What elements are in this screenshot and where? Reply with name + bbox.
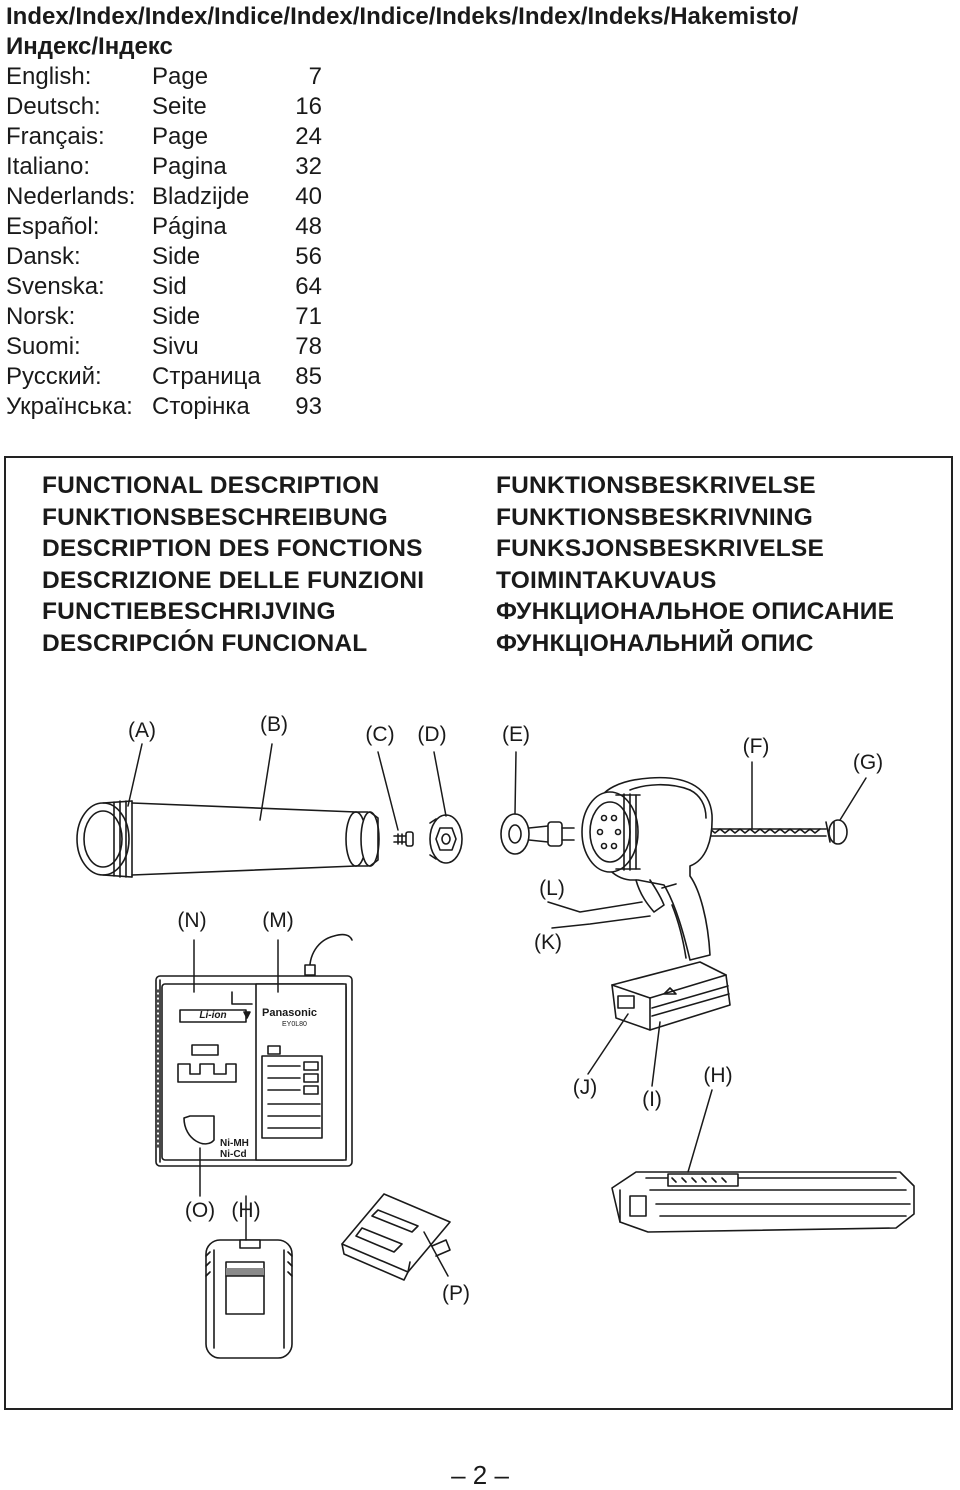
charger-li-ion-label: Li-ion — [199, 1010, 227, 1021]
index-page-number: 71 — [295, 303, 322, 330]
index-page-word: Page — [152, 123, 209, 150]
index-language: Dansk: — [6, 243, 81, 270]
callout-h-top: (H) — [231, 1199, 261, 1222]
index-title: Index/Index/Index/Indice/Index/Indice/In… — [6, 3, 799, 30]
index-language: Suomi: — [6, 333, 81, 360]
heading-da: FUNKTIONSBESKRIVELSE — [496, 472, 816, 499]
heading-es: DESCRIPCIÓN FUNCIONAL — [42, 629, 368, 657]
callout-i: (I) — [642, 1088, 662, 1111]
screw — [393, 831, 414, 847]
index-page-number: 32 — [295, 153, 322, 180]
heading-en: FUNCTIONAL DESCRIPTION — [42, 472, 380, 499]
index-language: Українська: — [6, 393, 133, 420]
callout-e: (E) — [502, 723, 530, 746]
index-page-word: Pagina — [152, 153, 227, 180]
callout-n: (N) — [177, 909, 207, 932]
battery-pack — [611, 1171, 915, 1233]
heading-nl: FUNCTIEBESCHRIJVING — [42, 598, 336, 625]
functional-description-frame — [4, 456, 953, 1410]
index-page-word: Сторінка — [152, 393, 250, 420]
heading-ru: ФУНКЦИОНАЛЬНОЕ ОПИСАНИЕ — [496, 598, 895, 625]
index-page-number: 16 — [295, 93, 322, 120]
battery-top-view — [205, 1239, 293, 1359]
index-page-word: Seite — [152, 93, 207, 120]
index-page-number: 64 — [295, 273, 322, 300]
callout-d: (D) — [417, 723, 447, 746]
callout-f: (F) — [742, 735, 770, 758]
heading-fr: DESCRIPTION DES FONCTIONS — [42, 535, 423, 562]
index-page-word: Sid — [152, 273, 187, 300]
index-page-word: Side — [152, 243, 201, 270]
cartridge-holder-tube — [76, 800, 380, 878]
index-language: Norsk: — [6, 303, 76, 330]
charger-nicd-label: Ni-Cd — [220, 1149, 247, 1160]
index-language: Español: — [6, 213, 100, 240]
piston-disc — [500, 813, 575, 855]
heading-de: FUNKTIONSBESCHREIBUNG — [42, 503, 388, 531]
index-page-word: Страница — [152, 363, 261, 390]
battery-charger — [155, 933, 353, 1167]
index-page-number: 48 — [295, 213, 322, 240]
callout-b: (B) — [260, 713, 288, 736]
heading-sv: FUNKTIONSBESKRIVNING — [496, 503, 814, 531]
index-language: Deutsch: — [6, 93, 101, 120]
callout-m: (M) — [262, 909, 294, 932]
index-language: English: — [6, 63, 92, 90]
index-page-word: Page — [152, 63, 209, 90]
callout-c: (C) — [365, 723, 395, 746]
callout-k: (K) — [534, 931, 562, 954]
heading-uk: ФУНКЦІОНАЛЬНИЙ ОПИС — [496, 629, 814, 657]
callout-l: (L) — [539, 877, 565, 900]
index-page-number: 40 — [295, 183, 322, 210]
index-page-word: Side — [152, 303, 201, 330]
index-page-word: Página — [152, 213, 227, 240]
callout-p: (P) — [442, 1282, 470, 1305]
charger-model: EY0L80 — [282, 1021, 307, 1028]
index-page-number: 24 — [295, 123, 322, 150]
charger-nimh-label: Ni-MH — [220, 1138, 249, 1149]
index-page-number: 78 — [295, 333, 322, 360]
index-page-number: 56 — [295, 243, 322, 270]
heading-it: DESCRIZIONE DELLE FUNZIONI — [42, 566, 425, 594]
callout-g: (G) — [852, 751, 884, 774]
heading-fi: TOIMINTAKUVAUS — [496, 566, 717, 594]
callout-leaders — [127, 743, 867, 1277]
callout-a: (A) — [128, 719, 156, 742]
index-page-number: 93 — [295, 393, 322, 420]
terminal-cover — [341, 1193, 451, 1281]
index-page-word: Sivu — [152, 333, 199, 360]
index-language: Русский: — [6, 363, 102, 390]
callout-h-battery: (H) — [703, 1064, 733, 1087]
heading-no: FUNKSJONSBESKRIVELSE — [496, 535, 825, 562]
callout-o: (O) — [184, 1199, 216, 1222]
index-language: Français: — [6, 123, 105, 150]
page-number: – 2 – — [451, 1460, 509, 1490]
index-title-cyrillic: Индекс/Індекс — [6, 33, 173, 60]
callout-j: (J) — [572, 1076, 598, 1099]
gun-body — [581, 776, 731, 1031]
index-language: Svenska: — [6, 273, 105, 300]
index-page-word: Bladzijde — [152, 183, 250, 210]
nozzle-nut — [429, 814, 463, 864]
index-language: Italiano: — [6, 153, 91, 180]
charger-brand-logo: Panasonic — [262, 1007, 318, 1019]
index-page-number: 7 — [308, 63, 322, 90]
index-page-number: 85 — [295, 363, 322, 390]
index-language: Nederlands: — [6, 183, 136, 210]
